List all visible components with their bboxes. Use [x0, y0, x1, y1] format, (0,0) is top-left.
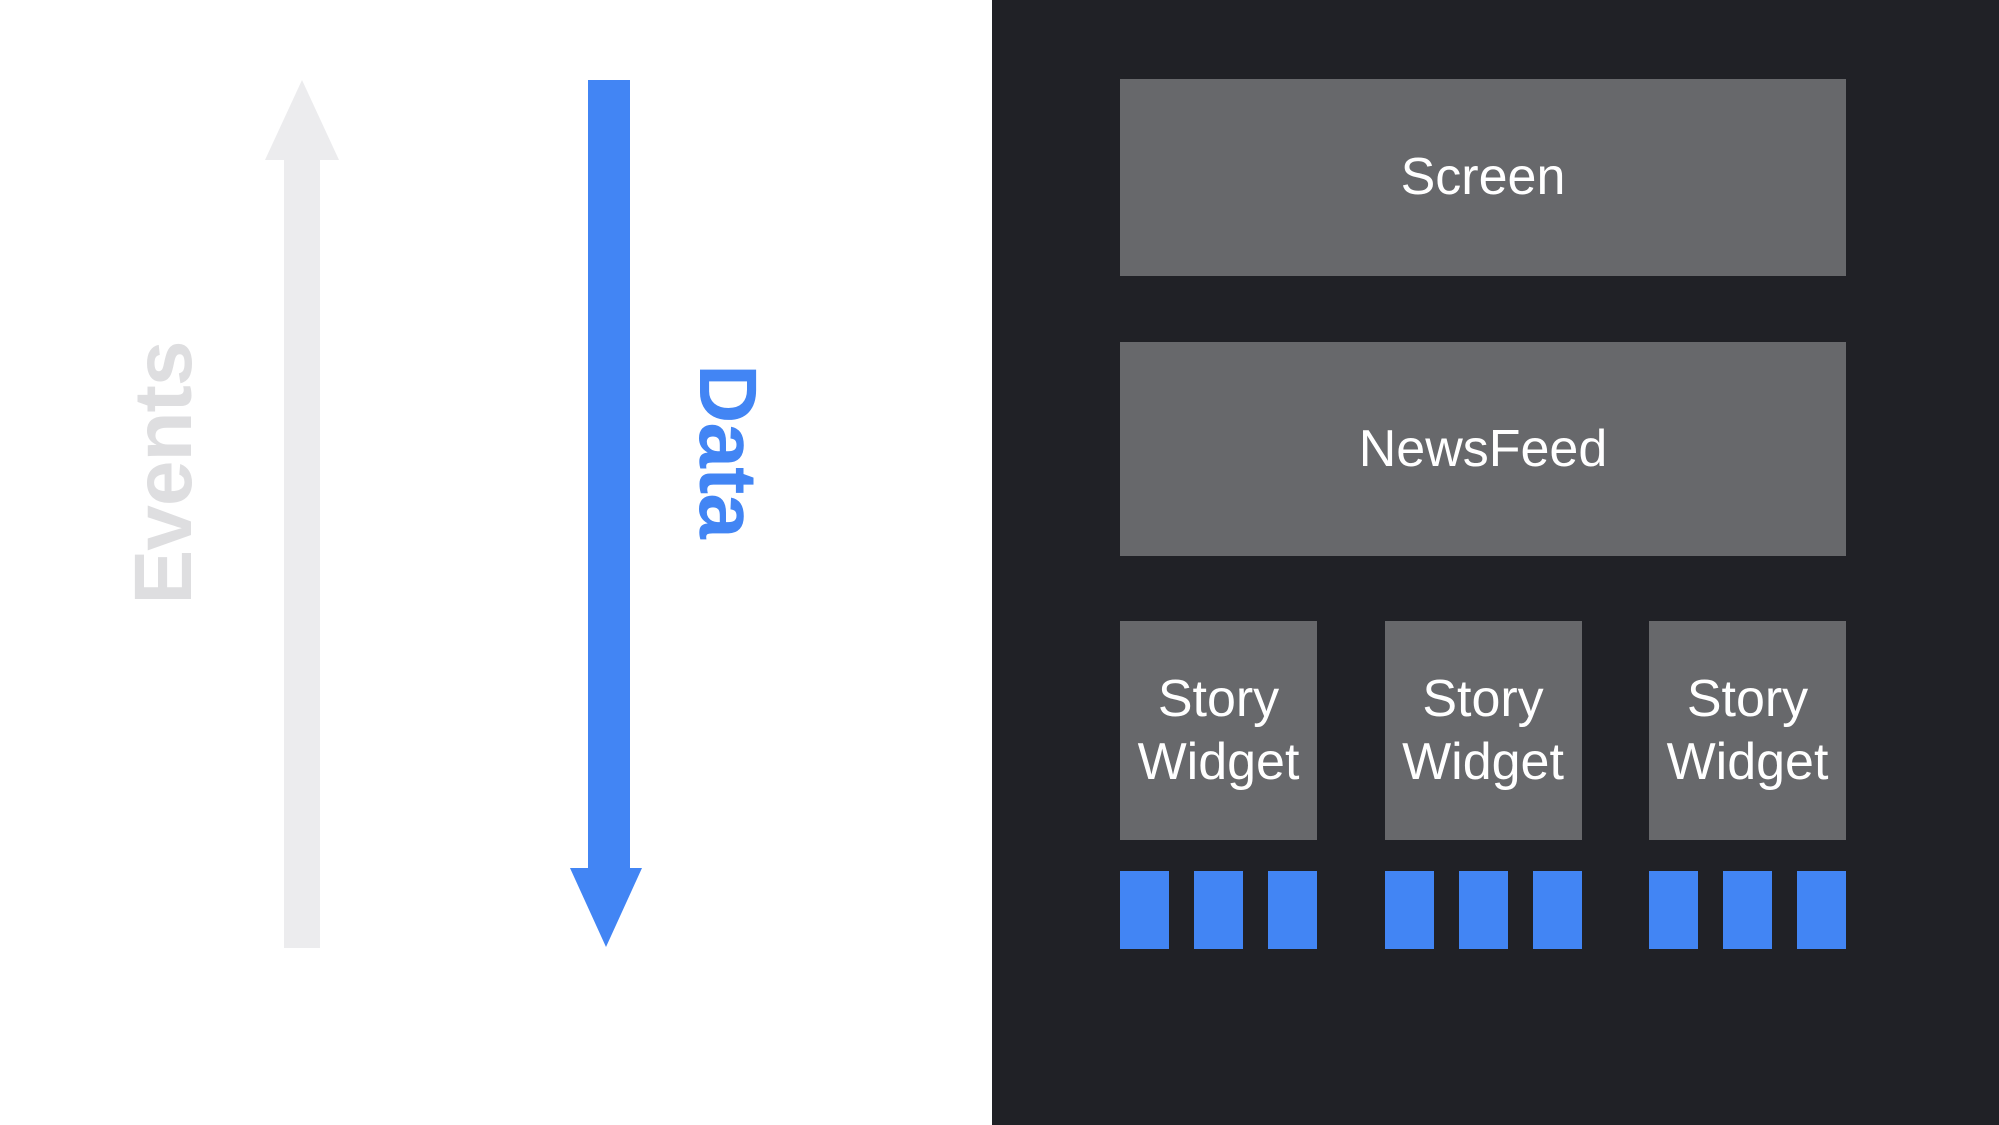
- screen-widget-box: Screen: [1120, 79, 1846, 276]
- newsfeed-widget-box: NewsFeed: [1120, 342, 1846, 556]
- data-block: [1797, 871, 1846, 949]
- data-block: [1268, 871, 1317, 949]
- data-down-arrow: [570, 80, 642, 947]
- data-blocks-row: [1120, 871, 1846, 949]
- data-block: [1194, 871, 1243, 949]
- data-block: [1458, 871, 1508, 949]
- data-block-group: [1649, 871, 1846, 949]
- data-block-group: [1120, 871, 1317, 949]
- data-block: [1120, 871, 1169, 949]
- data-label: Data: [682, 364, 773, 538]
- story-widget-box: Story Widget: [1120, 621, 1317, 840]
- story-widget-box: Story Widget: [1649, 621, 1846, 840]
- data-block: [1384, 871, 1434, 949]
- events-up-arrow: [265, 80, 339, 948]
- data-block: [1723, 871, 1772, 949]
- story-widget-box: Story Widget: [1384, 621, 1582, 840]
- events-label: Events: [118, 341, 209, 605]
- data-block-group: [1384, 871, 1582, 949]
- data-block: [1532, 871, 1582, 949]
- story-widget-row: Story Widget Story Widget Story Widget: [1120, 621, 1846, 840]
- flow-panel: Events Data: [0, 0, 992, 1125]
- data-block: [1649, 871, 1698, 949]
